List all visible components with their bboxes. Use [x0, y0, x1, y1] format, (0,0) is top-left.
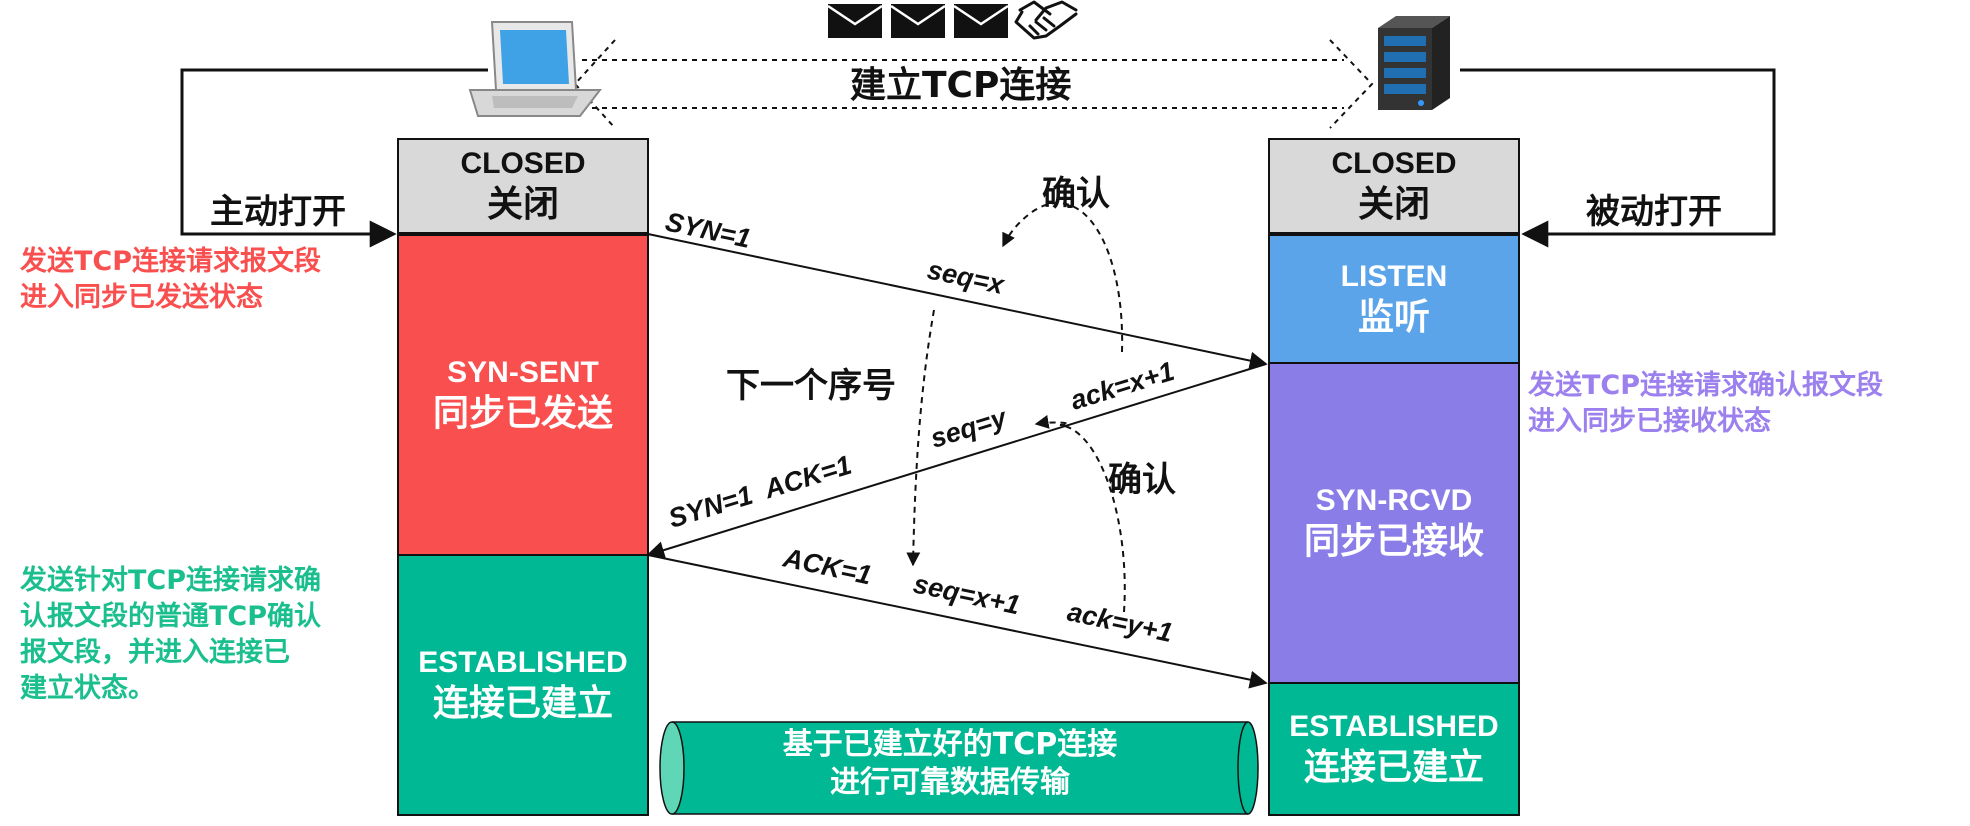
client-state-syn-sent: SYN-SENT 同步已发送 [397, 234, 649, 556]
state-zh: 连接已建立 [1303, 747, 1484, 789]
state-zh: 关闭 [1357, 184, 1430, 226]
state-zh: 监听 [1357, 297, 1430, 339]
connection-double-arrow [573, 39, 1374, 129]
note-line: 建立状态。 [20, 673, 155, 704]
confirm-bottom-label: 确认 [1108, 460, 1176, 500]
note-line: 发送针对TCP连接请求确 [20, 565, 322, 596]
note-line: 进入同步已接收状态 [1528, 406, 1771, 437]
note-line: 进入同步已发送状态 [20, 282, 263, 313]
server-icon [1378, 16, 1450, 110]
envelope-icon [890, 4, 946, 38]
ack-arrow [647, 554, 1268, 689]
server-state-syn-rcvd: SYN-RCVD 同步已接收 [1268, 362, 1520, 684]
state-en: CLOSED [1331, 146, 1457, 180]
ack-x1-label: ack=x+1 [1067, 356, 1178, 416]
next-seq-label: 下一个序号 [726, 366, 896, 406]
state-zh: 关闭 [486, 184, 559, 226]
client-note-top: 发送TCP连接请求报文段 进入同步已发送状态 [20, 244, 321, 316]
note-line: 发送TCP连接请求确认报文段 [1528, 370, 1884, 401]
state-zh: 同步已发送 [432, 393, 613, 435]
client-note-bottom: 发送针对TCP连接请求确 认报文段的普通TCP确认 报文段，并进入连接已 建立状… [20, 563, 321, 707]
handshake-icon [1014, 0, 1078, 40]
active-open-label: 主动打开 [210, 192, 346, 232]
server-note: 发送TCP连接请求确认报文段 进入同步已接收状态 [1528, 368, 1883, 440]
data-pipe [659, 721, 1259, 815]
state-en: SYN-SENT [447, 355, 599, 389]
envelope-icon [953, 4, 1009, 38]
state-en: CLOSED [460, 146, 586, 180]
client-state-closed: CLOSED 关闭 [397, 138, 649, 234]
next-seq-arrow [906, 309, 935, 567]
state-zh: 同步已接收 [1303, 521, 1484, 563]
passive-open-label: 被动打开 [1586, 192, 1722, 232]
connection-title: 建立TCP连接 [850, 65, 1072, 106]
pipe-line: 进行可靠数据传输 [830, 765, 1070, 800]
syn-arrow [647, 233, 1268, 370]
confirm-top-label: 确认 [1042, 174, 1110, 214]
client-state-established: ESTABLISHED 连接已建立 [397, 554, 649, 816]
state-zh: 连接已建立 [432, 683, 613, 725]
envelope-icon [827, 4, 883, 38]
note-line: 发送TCP连接请求报文段 [20, 246, 322, 277]
note-line: 报文段，并进入连接已 [20, 637, 290, 668]
server-state-established: ESTABLISHED 连接已建立 [1268, 682, 1520, 816]
state-en: SYN-RCVD [1315, 483, 1473, 517]
confirm-bottom-arrow [1034, 415, 1126, 613]
seq-x-label: seq=x [925, 255, 1008, 301]
server-state-closed: CLOSED 关闭 [1268, 138, 1520, 234]
pipe-line: 基于已建立好的TCP连接 [782, 727, 1118, 762]
passive-open-arrow [1460, 68, 1776, 248]
state-en: ESTABLISHED [1289, 709, 1499, 743]
laptop-icon [468, 21, 603, 117]
state-en: ESTABLISHED [418, 645, 628, 679]
data-pipe-label: 基于已建立好的TCP连接 进行可靠数据传输 [660, 726, 1240, 802]
synack-arrow [646, 363, 1267, 559]
active-open-arrow [180, 68, 488, 248]
note-line: 认报文段的普通TCP确认 [20, 601, 322, 632]
ack-label: ACK=1 [780, 542, 875, 590]
ack-y1-label: ack=y+1 [1065, 597, 1176, 649]
state-en: LISTEN [1340, 259, 1448, 293]
server-state-listen: LISTEN 监听 [1268, 234, 1520, 364]
